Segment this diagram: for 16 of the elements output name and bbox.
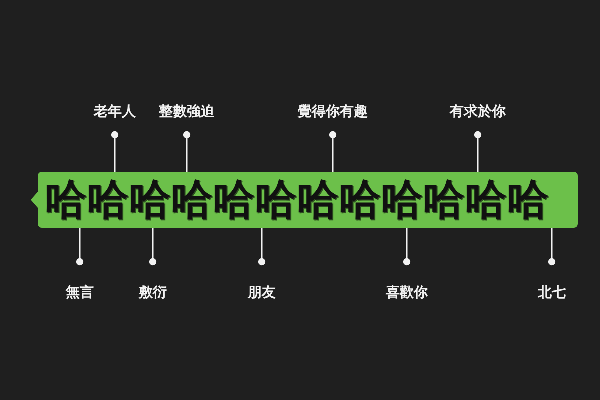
leader-line [548,228,556,266]
callout-label: 喜歡你 [362,284,452,302]
leader-line [329,131,337,172]
callout-label: 北七 [507,284,597,302]
leader-line [474,131,482,172]
leader-line [183,131,191,172]
chat-bubble [38,172,578,228]
leader-line [403,228,411,266]
laughter-text: 哈哈哈哈哈哈哈哈哈哈哈哈 [45,179,549,221]
callout-label: 覺得你有趣 [288,103,378,121]
leader-line [149,228,157,266]
leader-line [76,228,84,266]
leader-line [111,131,119,172]
callout-label: 有求於你 [433,103,523,121]
callout-label: 朋友 [217,284,307,302]
leader-line [258,228,266,266]
